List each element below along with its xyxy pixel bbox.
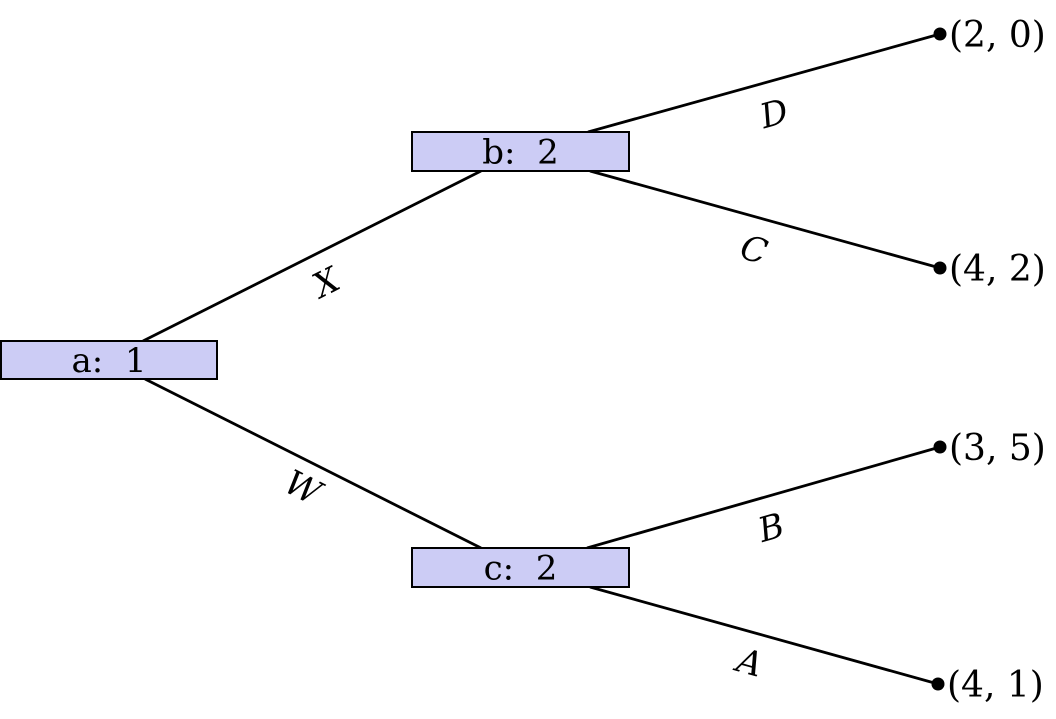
leaf-dot-3-5 [933, 440, 947, 454]
edge-label-B: B [753, 506, 789, 552]
payoff-label-3-5: (3, 5) [949, 428, 1046, 469]
edge-label-W: W [278, 462, 330, 515]
node-box-c [411, 547, 630, 588]
edge-label-A: A [730, 640, 767, 686]
node-label-a: a: 1 [72, 341, 147, 381]
payoff-label-2-0: (2, 0) [949, 15, 1046, 56]
edge-label-C: C [736, 227, 772, 272]
payoff-label-4-2: (4, 2) [949, 249, 1046, 290]
node-label-b: b: 2 [482, 133, 558, 173]
leaf-dot-4-2 [933, 261, 947, 275]
leaf-dot-2-0 [933, 27, 947, 41]
node-box-b [411, 131, 630, 172]
edge-c-to-4-1 [589, 585, 939, 686]
payoff-label-4-1: (4, 1) [947, 665, 1044, 706]
edge-c-to-3-5 [586, 445, 941, 550]
edge-b-to-2-0 [587, 32, 941, 134]
edge-label-X: X [304, 259, 348, 308]
edge-a-to-c [144, 377, 482, 550]
node-box-a [0, 340, 218, 380]
leaf-dot-4-1 [931, 677, 945, 691]
node-label-c: c: 2 [484, 549, 558, 589]
edge-b-to-4-2 [589, 169, 941, 270]
edge-a-to-b [142, 169, 482, 343]
edge-label-D: D [755, 91, 793, 137]
